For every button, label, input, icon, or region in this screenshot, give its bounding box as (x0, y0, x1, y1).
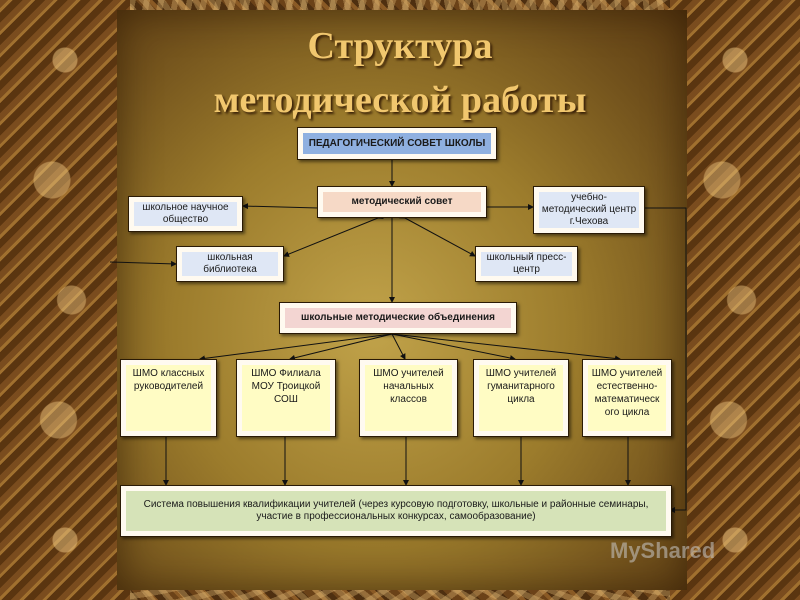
biblioteka-label: школьная библиотека (182, 252, 278, 276)
shmo-box-1: ШМО классных руководителей (120, 359, 217, 437)
system-label: Система повышения квалификации учителей … (126, 491, 666, 531)
centr-label: учебно-методический центр г.Чехова (539, 192, 639, 228)
shmo-main-box: школьные методические объединения (279, 302, 517, 334)
nauchnoe-box: школьное научное общество (128, 196, 243, 232)
press-label: школьный пресс-центр (481, 252, 572, 276)
watermark-text: MyShared (610, 538, 716, 563)
shmo-label-2: ШМО Филиала МОУ Троицкой СОШ (242, 365, 330, 431)
metod-sovet-box: методический совет (317, 186, 487, 218)
ped-sovet-box: ПЕДАГОГИЧЕСКИЙ СОВЕТ ШКОЛЫ (297, 127, 497, 160)
centr-box: учебно-методический центр г.Чехова (533, 186, 645, 234)
shmo-main-label: школьные методические объединения (285, 308, 511, 328)
left-ornament (0, 0, 130, 600)
shmo-box-2: ШМО Филиала МОУ Троицкой СОШ (236, 359, 336, 437)
ped-sovet-label: ПЕДАГОГИЧЕСКИЙ СОВЕТ ШКОЛЫ (303, 133, 491, 154)
shmo-label-5: ШМО учителей естественно-математическ ог… (588, 365, 666, 431)
press-box: школьный пресс-центр (475, 246, 578, 282)
shmo-label-4: ШМО учителей гуманитарного цикла (479, 365, 563, 431)
nauchnoe-label: школьное научное общество (134, 202, 237, 226)
shmo-box-3: ШМО учителей начальных классов (359, 359, 458, 437)
title-line-1: Структура (307, 25, 493, 67)
biblioteka-box: школьная библиотека (176, 246, 284, 282)
metod-sovet-label: методический совет (323, 192, 481, 212)
shmo-label-1: ШМО классных руководителей (126, 365, 211, 431)
system-box: Система повышения квалификации учителей … (120, 485, 672, 537)
title-line-2: методической работы (213, 79, 587, 121)
right-ornament (670, 0, 800, 600)
shmo-label-3: ШМО учителей начальных классов (365, 365, 452, 431)
shmo-box-4: ШМО учителей гуманитарного цикла (473, 359, 569, 437)
shmo-box-5: ШМО учителей естественно-математическ ог… (582, 359, 672, 437)
